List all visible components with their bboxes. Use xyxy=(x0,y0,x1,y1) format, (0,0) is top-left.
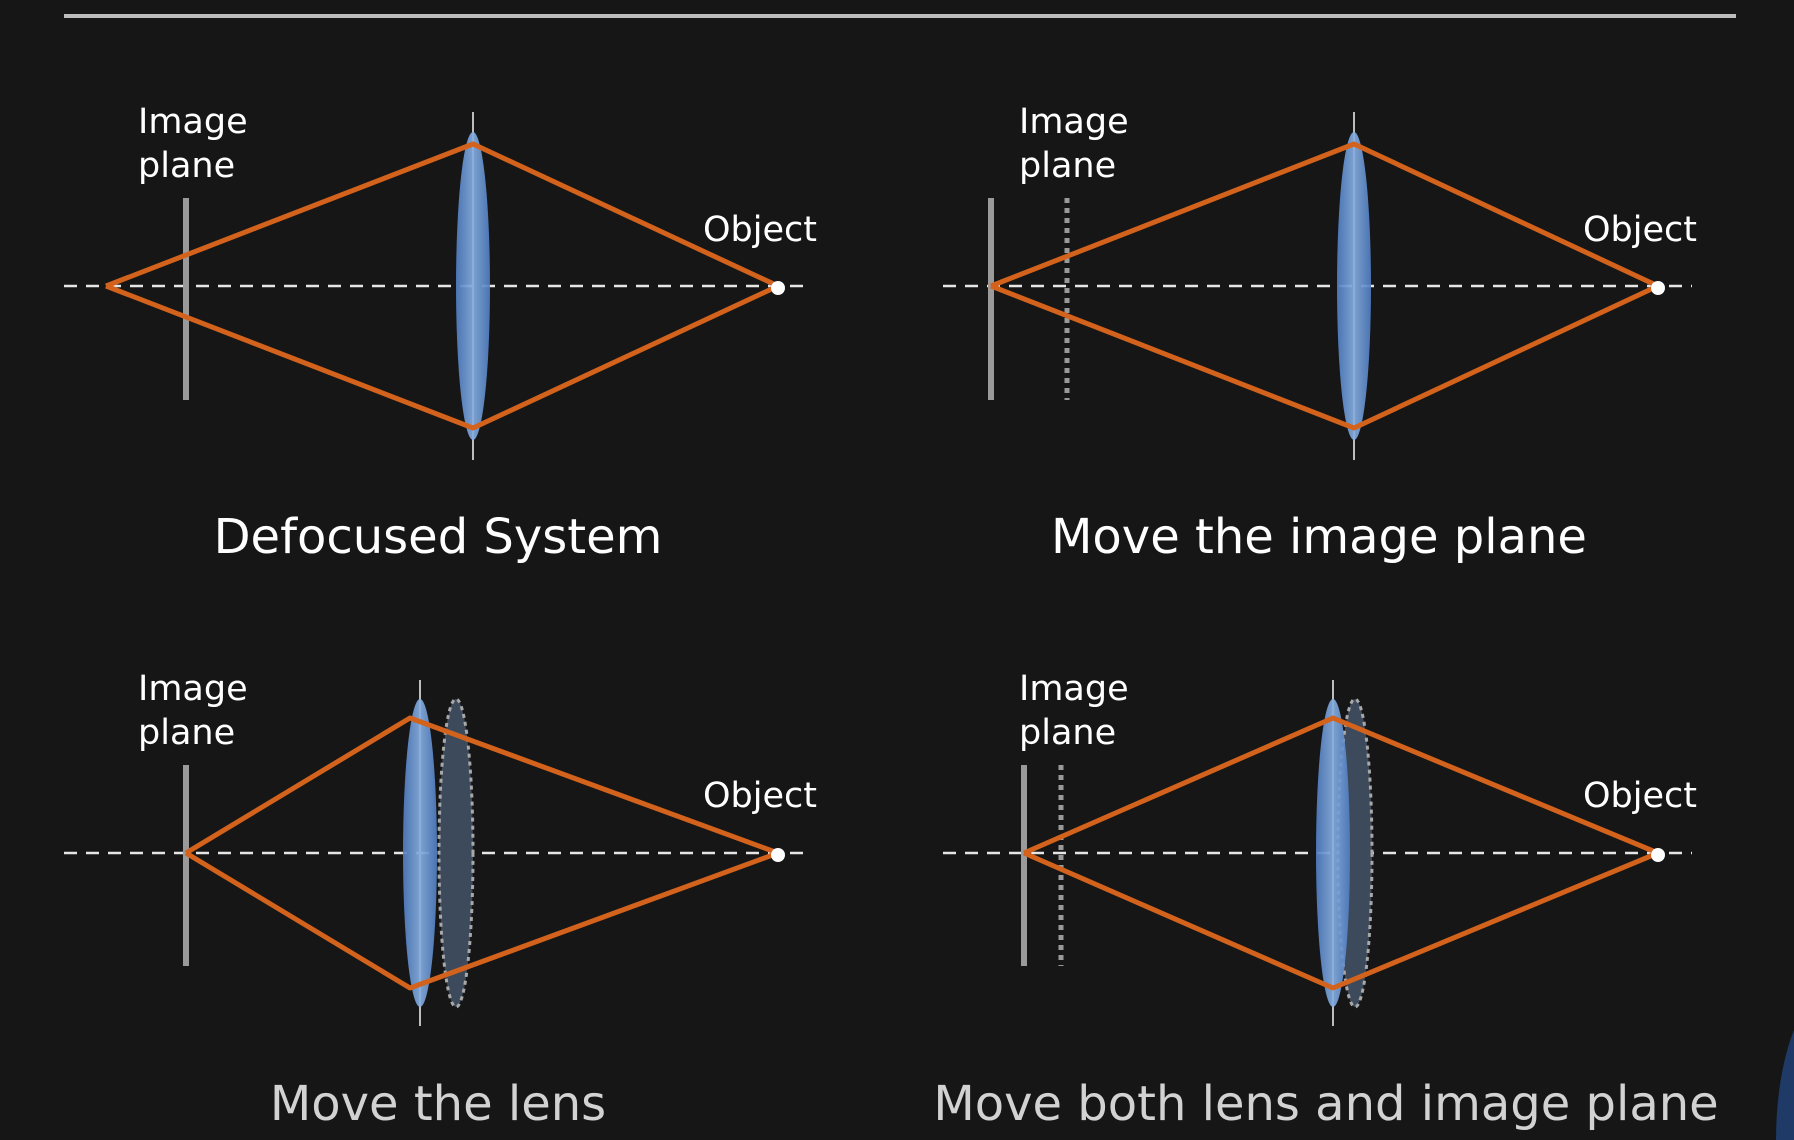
ray-upper xyxy=(184,715,779,856)
image-plane-label-line2: plane xyxy=(1019,146,1116,186)
panel-defocused-system: Image plane Object Defocused System xyxy=(64,102,817,565)
panel-caption: Move both lens and image plane xyxy=(933,1076,1718,1132)
ray-lower xyxy=(184,850,779,991)
image-plane-label-line1: Image xyxy=(138,669,248,709)
lens xyxy=(1316,699,1350,1007)
image-plane-label-line2: plane xyxy=(138,713,235,753)
lens-previous-position xyxy=(437,697,475,1009)
object-point xyxy=(771,848,785,862)
object-point xyxy=(1651,848,1665,862)
lens xyxy=(1337,132,1371,440)
object-label: Object xyxy=(1583,776,1697,816)
panel-move-lens: Image plane Object Move the lens xyxy=(64,669,817,1132)
panel-move-both: Image plane Object Move both lens and im… xyxy=(933,669,1718,1132)
object-point xyxy=(1651,281,1665,295)
ray-lower xyxy=(1022,850,1659,991)
panel-move-image-plane: Image plane Object Move the image plane xyxy=(943,102,1697,565)
object-label: Object xyxy=(1583,210,1697,250)
object-label: Object xyxy=(703,210,817,250)
image-plane-label-line1: Image xyxy=(138,102,248,142)
ray-lower xyxy=(990,283,1660,431)
ray-lower xyxy=(105,283,780,431)
object-label: Object xyxy=(703,776,817,816)
image-plane-label-line2: plane xyxy=(138,146,235,186)
ray-upper xyxy=(990,141,1660,289)
image-plane-label-line1: Image xyxy=(1019,669,1129,709)
lens xyxy=(456,132,490,440)
panel-caption: Move the image plane xyxy=(1051,509,1587,565)
ray-upper xyxy=(1022,715,1659,856)
image-plane-label-line1: Image xyxy=(1019,102,1129,142)
image-plane-label-line2: plane xyxy=(1019,713,1116,753)
presenter-edge xyxy=(1776,1030,1794,1140)
object-point xyxy=(771,281,785,295)
ray-upper xyxy=(105,141,780,289)
panel-caption: Move the lens xyxy=(270,1076,606,1132)
lens xyxy=(403,699,437,1007)
panel-caption: Defocused System xyxy=(214,509,663,565)
